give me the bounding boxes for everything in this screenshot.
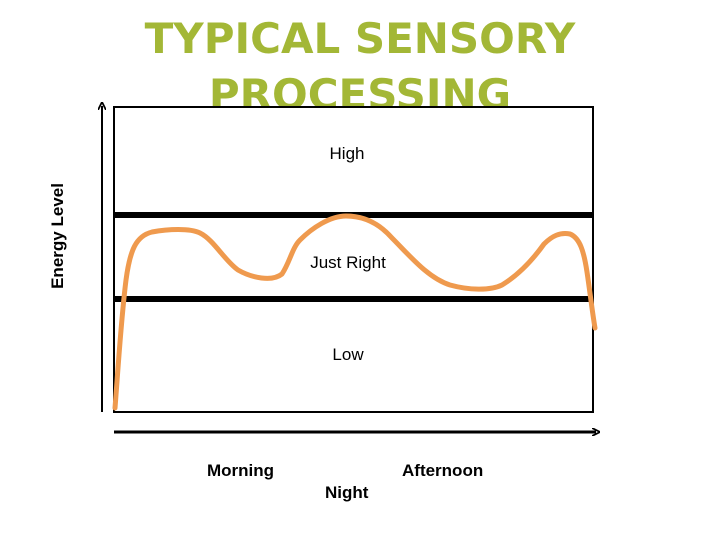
zone-label-low: Low <box>332 345 364 364</box>
chart-frame <box>113 106 594 413</box>
y-axis-label: Energy Level <box>48 183 67 289</box>
time-label-afternoon: Afternoon <box>402 461 484 480</box>
time-label-morning: Morning <box>207 461 275 480</box>
chart-box <box>114 107 593 412</box>
zone-label-just-right: Just Right <box>310 253 386 272</box>
time-label-night: Night <box>325 483 369 502</box>
energy-curve <box>112 213 598 411</box>
zone-label-high: High <box>330 144 365 163</box>
page-title-line-1: TYPICAL SENSORY <box>144 14 576 63</box>
